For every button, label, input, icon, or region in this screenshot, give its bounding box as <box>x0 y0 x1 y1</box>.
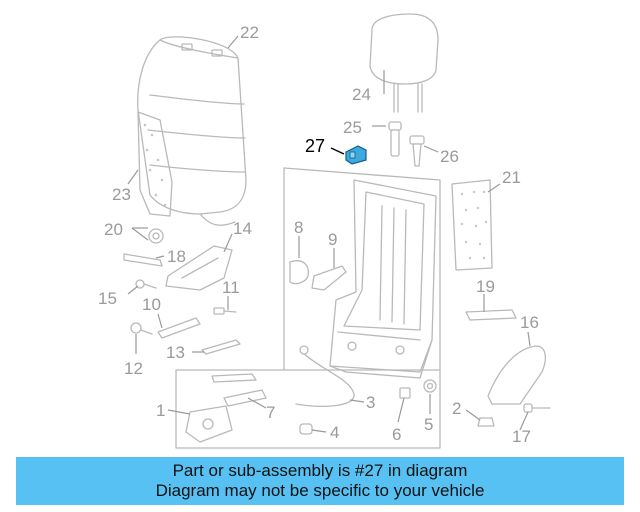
banner-line-part-number: Part or sub-assembly is #27 in diagram <box>172 461 468 480</box>
callout-7: 7 <box>266 403 275 422</box>
callout-19: 19 <box>476 277 495 296</box>
callout-5: 5 <box>424 415 433 434</box>
callout-11: 11 <box>222 278 240 297</box>
callout-15: 15 <box>98 289 117 308</box>
part-1-recliner-mechanism <box>185 405 233 443</box>
part-11-bolt <box>213 307 237 315</box>
callout-14: 14 <box>233 219 252 238</box>
callout-17: 17 <box>512 427 531 446</box>
callout-24: 24 <box>352 85 371 104</box>
part-6-clip <box>399 387 411 399</box>
part-16-side-shield <box>487 345 547 405</box>
part-25-headrest-guide <box>388 121 402 157</box>
part-23-seat-back-cover <box>137 111 173 217</box>
frame-enclosure-outline <box>175 167 441 449</box>
part-12-bolt <box>130 322 153 335</box>
part-2-nut <box>477 417 495 427</box>
callout-26: 26 <box>440 147 459 166</box>
part-20-clip <box>148 228 164 244</box>
part-21-back-board <box>451 179 493 271</box>
callout-18: 18 <box>167 247 186 266</box>
callout-13: 13 <box>166 343 185 362</box>
leader-lines <box>127 35 531 433</box>
part-3-cable <box>295 345 355 407</box>
exploded-parts-diagram: 22 24 25 26 27 21 23 20 14 18 8 9 15 11 … <box>98 13 551 449</box>
part-8-cover <box>289 260 309 285</box>
callout-27-highlighted: 27 <box>305 136 325 156</box>
info-banner: Part or sub-assembly is #27 in diagram D… <box>16 457 624 505</box>
callout-1: 1 <box>156 401 165 420</box>
callout-23: 23 <box>112 185 131 204</box>
part-19-trim-strip <box>465 309 517 321</box>
callout-4: 4 <box>330 423 339 442</box>
part-14-side-cover <box>165 245 233 291</box>
callout-2: 2 <box>452 399 461 418</box>
part-22-seat-back-cushion <box>137 36 247 226</box>
callout-16: 16 <box>520 313 539 332</box>
callout-20: 20 <box>104 220 123 239</box>
part-9-trim <box>311 265 347 291</box>
callout-10: 10 <box>142 295 161 314</box>
part-17-screw <box>523 403 551 413</box>
part-13-rod <box>201 339 241 355</box>
banner-line-disclaimer: Diagram may not be specific to your vehi… <box>155 481 485 500</box>
callout-8: 8 <box>294 218 303 237</box>
callout-21: 21 <box>502 168 521 187</box>
callout-22: 22 <box>240 23 259 42</box>
part-18-strap <box>123 253 163 267</box>
part-27-highlighted-bracket[interactable] <box>345 145 367 165</box>
part-24-headrest <box>369 13 439 113</box>
part-7-lever <box>211 373 267 407</box>
part-4-knob <box>299 423 313 435</box>
callout-12: 12 <box>124 359 143 378</box>
callout-9: 9 <box>328 230 337 249</box>
seat-back-frame <box>329 179 437 379</box>
part-15-bolt <box>135 279 157 289</box>
callout-6: 6 <box>392 425 401 444</box>
part-26-headrest-guide <box>409 135 425 167</box>
callout-25: 25 <box>343 118 362 137</box>
part-10-bracket <box>157 317 201 339</box>
callout-3: 3 <box>366 393 375 412</box>
part-5-washer <box>423 379 437 393</box>
callout-labels: 22 24 25 26 27 21 23 20 14 18 8 9 15 11 … <box>98 23 539 446</box>
